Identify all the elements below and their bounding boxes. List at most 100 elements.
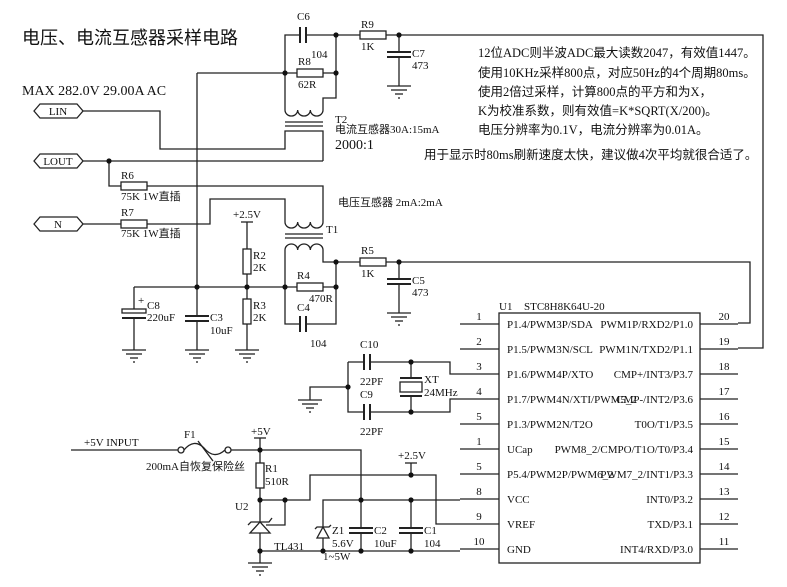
pin-name: P1.5/PWM3N/SCL bbox=[507, 344, 593, 356]
fuse-f1: F1 200mA自恢复保险丝 bbox=[146, 429, 245, 473]
net-label-vcc: +5V bbox=[251, 426, 271, 438]
note-line: 电压分辨率为0.1V，电流分辨率为0.01A。 bbox=[478, 122, 709, 137]
pin-number: 13 bbox=[719, 486, 731, 498]
ground-icon bbox=[247, 562, 273, 576]
pin-left: 5P1.3/PWM2N/T2O bbox=[460, 411, 593, 431]
pin-name: GND bbox=[507, 544, 531, 556]
r6-value: 75K 1W直插 bbox=[121, 189, 181, 203]
z1-value: 5.6V bbox=[332, 538, 354, 550]
pin-name: UCap bbox=[507, 444, 533, 456]
pin-number: 15 bbox=[719, 436, 731, 448]
c8-polarity: + bbox=[138, 295, 144, 307]
xt-value: 24MHz bbox=[424, 387, 458, 399]
junction-dot bbox=[333, 284, 339, 290]
junction-dot bbox=[282, 70, 288, 76]
resistor-r4: R4 470R bbox=[296, 270, 334, 305]
pin-number: 8 bbox=[476, 486, 482, 498]
junction-dot bbox=[257, 548, 263, 554]
junction-dot bbox=[320, 548, 326, 554]
pin-name: P1.7/PWM4N/XTI/PWM5_2 bbox=[507, 394, 637, 406]
pin-number: 9 bbox=[476, 511, 482, 523]
r4-ref: R4 bbox=[297, 270, 310, 282]
port-label: LOUT bbox=[43, 156, 73, 168]
junction-dot bbox=[244, 284, 250, 290]
net-label-vref: +2.5V bbox=[233, 209, 261, 221]
page-title: 电压、电流互感器采样电路 bbox=[22, 28, 238, 48]
xt-ref: XT bbox=[424, 374, 439, 386]
r5-ref: R5 bbox=[361, 245, 374, 257]
capacitor-c7: C7 473 bbox=[387, 48, 429, 72]
junction-dot bbox=[257, 497, 263, 503]
t1-desc: 电压互感器 2mA:2mA bbox=[338, 196, 443, 209]
u1-ref: U1 bbox=[499, 301, 512, 313]
ground-icon bbox=[297, 399, 323, 413]
c8-value: 220uF bbox=[147, 312, 175, 324]
r3-value: 2K bbox=[253, 312, 267, 324]
junction-dot bbox=[333, 32, 339, 38]
power-flags: +2.5V +2.5V +5V +5V INPUT bbox=[84, 209, 426, 464]
pin-number: 16 bbox=[719, 411, 731, 423]
junction-dot bbox=[408, 359, 414, 365]
c4-ref: C4 bbox=[297, 302, 310, 314]
capacitor-c9: C9 22PF bbox=[360, 389, 383, 438]
pin-number: 5 bbox=[476, 461, 482, 473]
junction-dot bbox=[333, 70, 339, 76]
note-line: 用于显示时80ms刷新速度太快，建议做4次平均就很合适了。 bbox=[424, 147, 757, 162]
c5-ref: C5 bbox=[412, 275, 425, 287]
r1-value: 510R bbox=[265, 476, 290, 488]
pin-number: 17 bbox=[719, 386, 731, 398]
pin-name: PWM1P/RXD2/P1.0 bbox=[600, 319, 693, 331]
ground-icon bbox=[121, 349, 147, 363]
pin-left: 4P1.7/PWM4N/XTI/PWM5_2 bbox=[460, 386, 637, 406]
port-label: LIN bbox=[49, 106, 67, 118]
pin-name: VCC bbox=[507, 494, 530, 506]
t2-desc: 电流互感器30A:15mA bbox=[335, 122, 440, 136]
pin-name: PWM1N/TXD2/P1.1 bbox=[599, 344, 693, 356]
junction-dot bbox=[358, 497, 364, 503]
mcu-u1: U1 STC8H8K64U-20 1P1.4/PWM3P/SDA2P1.5/PW… bbox=[460, 301, 738, 564]
t2-ref: T2 bbox=[335, 114, 347, 126]
rating-label: MAX 282.0V 29.00A AC bbox=[22, 84, 166, 99]
c8-ref: C8 bbox=[147, 300, 160, 312]
pin-left: 1P1.4/PWM3P/SDA bbox=[460, 311, 593, 331]
z1-power: 1~5W bbox=[323, 551, 351, 563]
pin-name: CMP-/INT2/P3.6 bbox=[616, 394, 693, 406]
port-label: N bbox=[54, 219, 62, 231]
t1-ref: T1 bbox=[326, 224, 338, 236]
c5-value: 473 bbox=[412, 287, 429, 299]
capacitor-c3: C3 10uF bbox=[185, 312, 233, 337]
pin-number: 14 bbox=[719, 461, 731, 473]
r6-ref: R6 bbox=[121, 170, 134, 182]
pin-number: 18 bbox=[719, 361, 731, 373]
pin-left: 3P1.6/PWM4P/XTO bbox=[460, 361, 593, 381]
r1-ref: R1 bbox=[265, 463, 278, 475]
resistor-r2: R2 2K bbox=[242, 248, 267, 275]
pin-number: 10 bbox=[474, 536, 486, 548]
notes: 12位ADC则半波ADC最大读数2047，有效值1447。 使用10KHz采样8… bbox=[424, 45, 757, 162]
note-line: K为校准系数，则有效值=K*SQRT(X/200)。 bbox=[478, 103, 718, 118]
pin-name: PWM8_2/CMPO/T1O/T0/P3.4 bbox=[555, 444, 694, 456]
note-line: 使用10KHz采样800点，对应50Hz的4个周期80ms。 bbox=[478, 65, 756, 80]
pin-number: 12 bbox=[719, 511, 730, 523]
c2-ref: C2 bbox=[374, 525, 387, 537]
transformer-t1: T1 电压互感器 2mA:2mA bbox=[284, 196, 443, 251]
c3-ref: C3 bbox=[210, 312, 223, 324]
ground-symbols bbox=[121, 85, 412, 576]
junction-dot bbox=[408, 548, 414, 554]
u1-pins: 1P1.4/PWM3P/SDA2P1.5/PWM3N/SCL3P1.6/PWM4… bbox=[460, 311, 738, 556]
pin-name: VREF bbox=[507, 519, 535, 531]
resistor-r9: R9 1K bbox=[359, 19, 387, 53]
r8-ref: R8 bbox=[298, 56, 311, 68]
port-lin: LIN bbox=[33, 103, 84, 119]
crystal-xt: XT 24MHz bbox=[399, 374, 458, 399]
pin-name: T0O/T1/P3.5 bbox=[635, 419, 694, 431]
junction-dot bbox=[194, 284, 200, 290]
note-line: 使用2倍过采样，计算800点的平方和为X， bbox=[478, 84, 712, 99]
